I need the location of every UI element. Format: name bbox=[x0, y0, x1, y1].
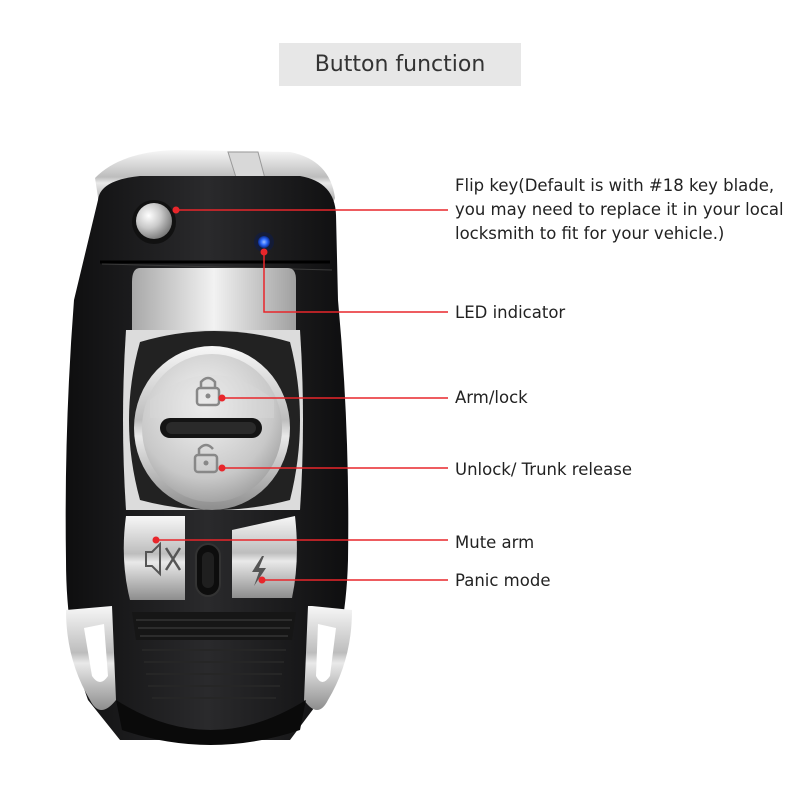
callout-led-indicator: LED indicator bbox=[455, 303, 566, 322]
grip-ribs bbox=[132, 612, 296, 699]
callout-arm-lock: Arm/lock bbox=[455, 388, 528, 407]
keyring-loop-right bbox=[304, 606, 352, 710]
callout-unlock-trunk: Unlock/ Trunk release bbox=[455, 460, 632, 479]
callout-flip-key: Flip key(Default is with #18 key blade, … bbox=[455, 176, 784, 243]
flip-key-button[interactable] bbox=[132, 200, 176, 244]
lower-button-row bbox=[123, 516, 297, 600]
callout-line-flip-key bbox=[172, 206, 448, 214]
mute-arm-button[interactable] bbox=[145, 541, 182, 577]
bottom-edge bbox=[116, 700, 306, 745]
callout-line-panic bbox=[258, 576, 448, 584]
callout-lines bbox=[152, 206, 448, 584]
page-title: Button function bbox=[279, 43, 521, 86]
panic-mode-button[interactable] bbox=[252, 556, 266, 586]
lock-unlock-button-group bbox=[134, 346, 290, 510]
callout-line-arm-lock bbox=[218, 394, 448, 402]
lightning-icon bbox=[252, 556, 266, 586]
unlock-icon bbox=[193, 443, 219, 474]
callout-mute-arm: Mute arm bbox=[455, 533, 535, 552]
keyring-loop-left bbox=[66, 606, 116, 710]
unlock-trunk-button[interactable] bbox=[193, 443, 219, 474]
callout-line-unlock bbox=[218, 464, 448, 472]
callout-line-mute bbox=[152, 536, 448, 544]
callout-line-led bbox=[260, 248, 448, 313]
led-indicator-light bbox=[254, 232, 274, 252]
speaker-mute-icon bbox=[145, 541, 182, 577]
callout-panic-mode: Panic mode bbox=[455, 571, 551, 590]
